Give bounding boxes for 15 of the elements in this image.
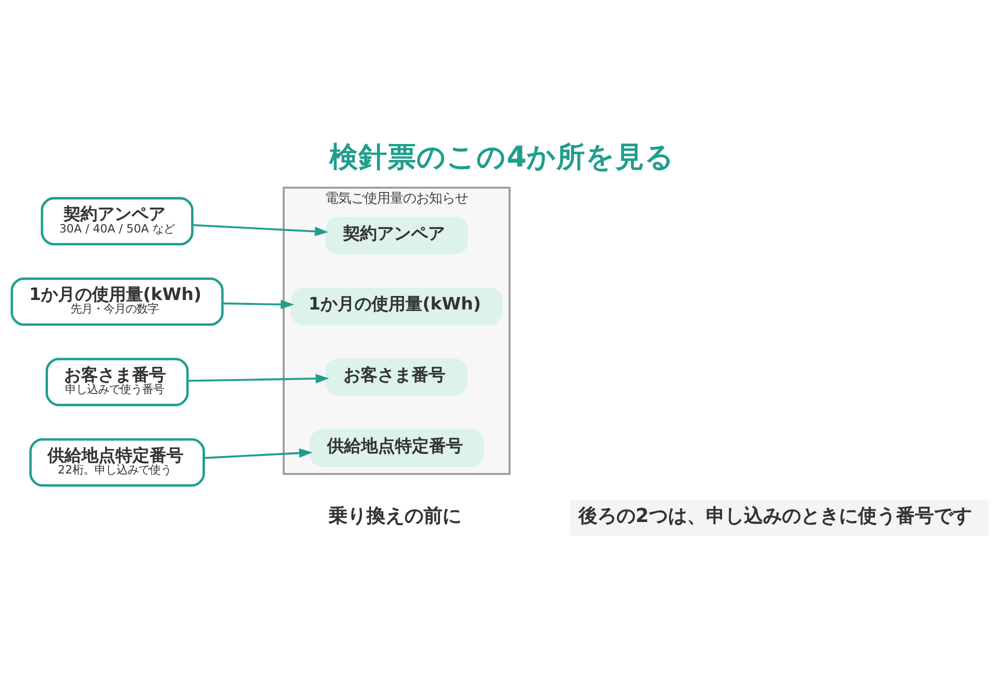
arrow: [204, 448, 313, 458]
node-box: 供給地点特定番号 22桁。申し込みで使う: [29, 438, 205, 486]
node-box: 契約アンペア 30A / 40A / 50A など: [40, 196, 194, 245]
node-box: お客さま番号 申し込みで使う番号: [46, 357, 189, 406]
node-box: 契約アンペア: [325, 216, 468, 254]
node-box: 1か月の使用量(kWh): [290, 287, 502, 325]
caption: 後ろの2つは、申し込みのときに使う番号です: [578, 503, 972, 526]
arrow: [222, 299, 294, 309]
arrow: [188, 373, 330, 383]
diagram-title: 検針票のこの4か所を見る: [330, 139, 675, 174]
node-box: 1か月の使用量(kWh) 先月・今月の数字: [10, 276, 224, 326]
label: 乗り換えの前に: [328, 503, 462, 526]
arrow: [192, 224, 328, 236]
node-box: お客さま番号: [326, 358, 468, 396]
node-box: 供給地点特定番号: [310, 428, 484, 466]
